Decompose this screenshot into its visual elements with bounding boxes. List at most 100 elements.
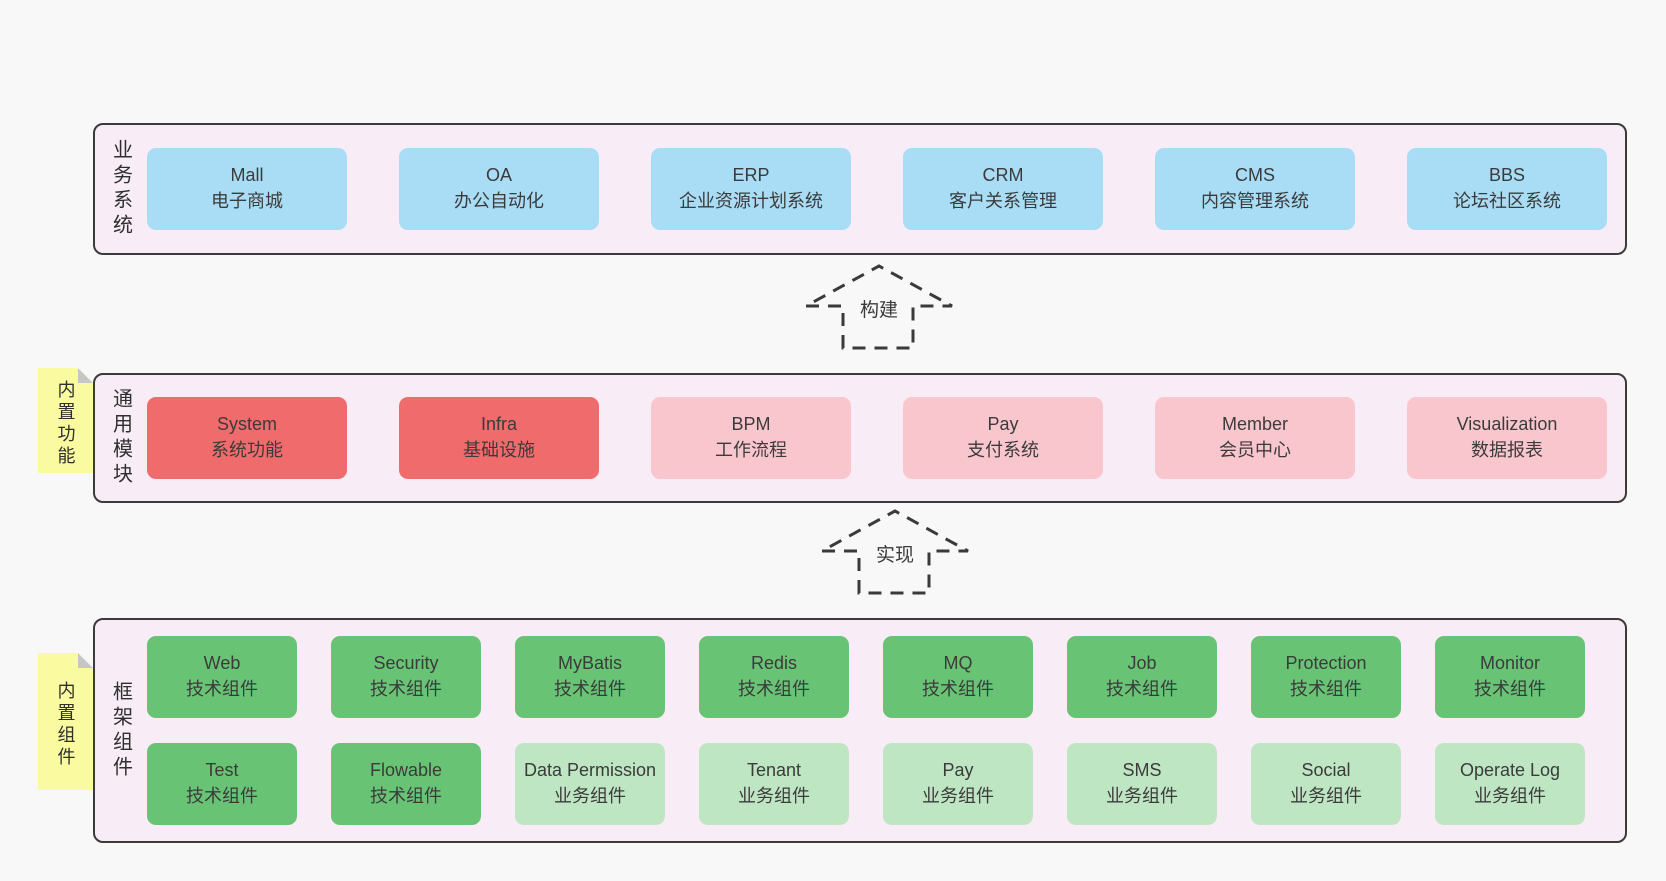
box-subtitle: 技术组件 — [1474, 679, 1546, 699]
arrow-implement: 实现 — [820, 507, 970, 595]
panel-framework-components: 框架组件 Web 技术组件 Security 技术组件 MyBatis 技术组件… — [93, 618, 1627, 843]
box-monitor: Monitor 技术组件 — [1435, 636, 1585, 718]
arrow-label-wrap: 构建 — [804, 295, 954, 322]
box-tenant: Tenant 业务组件 — [699, 743, 849, 825]
note-fold-corner-icon — [78, 368, 93, 383]
framework-components-row-1: Web 技术组件 Security 技术组件 MyBatis 技术组件 Redi… — [147, 636, 1585, 718]
box-mq: MQ 技术组件 — [883, 636, 1033, 718]
box-mall: Mall 电子商城 — [147, 148, 347, 230]
box-security: Security 技术组件 — [331, 636, 481, 718]
box-subtitle: 业务组件 — [1474, 786, 1546, 806]
common-modules-box-row: System 系统功能 Infra 基础设施 BPM 工作流程 Pay 支付系统… — [147, 397, 1607, 479]
box-subtitle: 工作流程 — [715, 440, 787, 460]
panel-common-modules: 通用模块 System 系统功能 Infra 基础设施 BPM 工作流程 Pay… — [93, 373, 1627, 503]
box-title: Visualization — [1456, 414, 1558, 435]
panel-business-systems: 业务系统 Mall 电子商城 OA 办公自动化 ERP 企业资源计划系统 CRM… — [93, 123, 1627, 255]
box-oa: OA 办公自动化 — [399, 148, 599, 230]
framework-components-row-2: Test 技术组件 Flowable 技术组件 Data Permission … — [147, 743, 1585, 825]
box-pay-component: Pay 业务组件 — [883, 743, 1033, 825]
box-flowable: Flowable 技术组件 — [331, 743, 481, 825]
sticky-note-built-in-components-label: 内置组件 — [55, 680, 76, 769]
box-subtitle: 业务组件 — [554, 786, 626, 806]
box-title: Operate Log — [1459, 760, 1561, 781]
box-title: Test — [205, 760, 239, 781]
box-title: SMS — [1122, 760, 1162, 781]
box-erp: ERP 企业资源计划系统 — [651, 148, 851, 230]
box-subtitle: 技术组件 — [186, 786, 258, 806]
box-bbs: BBS 论坛社区系统 — [1407, 148, 1607, 230]
box-subtitle: 基础设施 — [463, 440, 535, 460]
arrow-build: 构建 — [804, 262, 954, 350]
box-title: Mall — [230, 165, 264, 186]
box-title: Member — [1221, 414, 1288, 435]
box-title: Flowable — [369, 760, 443, 781]
box-title: OA — [485, 165, 512, 186]
box-subtitle: 业务组件 — [922, 786, 994, 806]
box-member: Member 会员中心 — [1155, 397, 1355, 479]
box-title: Infra — [480, 414, 518, 435]
box-infra: Infra 基础设施 — [399, 397, 599, 479]
box-title: Social — [1301, 760, 1351, 781]
note-fold-corner-icon — [78, 653, 93, 668]
sticky-note-built-in-features-label: 内置功能 — [55, 379, 76, 468]
box-subtitle: 技术组件 — [922, 679, 994, 699]
box-subtitle: 企业资源计划系统 — [679, 191, 823, 211]
box-system: System 系统功能 — [147, 397, 347, 479]
panel-label-column: 通用模块 — [95, 375, 147, 501]
box-web: Web 技术组件 — [147, 636, 297, 718]
box-title: CRM — [982, 165, 1024, 186]
box-title: Web — [203, 653, 241, 674]
box-subtitle: 技术组件 — [1290, 679, 1362, 699]
box-subtitle: 业务组件 — [738, 786, 810, 806]
box-cms: CMS 内容管理系统 — [1155, 148, 1355, 230]
box-title: Job — [1127, 653, 1157, 674]
box-subtitle: 业务组件 — [1106, 786, 1178, 806]
box-title: Protection — [1285, 653, 1367, 674]
box-subtitle: 系统功能 — [211, 440, 283, 460]
box-title: ERP — [732, 165, 770, 186]
panel-business-systems-label: 业务系统 — [109, 139, 132, 239]
box-title: Pay — [987, 414, 1019, 435]
box-title: Redis — [750, 653, 798, 674]
box-title: BBS — [1488, 165, 1526, 186]
box-test: Test 技术组件 — [147, 743, 297, 825]
box-title: CMS — [1235, 165, 1275, 186]
box-subtitle: 技术组件 — [554, 679, 626, 699]
box-sms: SMS 业务组件 — [1067, 743, 1217, 825]
box-crm: CRM 客户关系管理 — [903, 148, 1103, 230]
box-title: System — [216, 414, 277, 435]
box-subtitle: 内容管理系统 — [1201, 191, 1309, 211]
box-subtitle: 技术组件 — [370, 679, 442, 699]
panel-label-column: 框架组件 — [95, 620, 147, 841]
box-subtitle: 技术组件 — [186, 679, 258, 699]
box-title: Tenant — [746, 760, 802, 781]
box-mybatis: MyBatis 技术组件 — [515, 636, 665, 718]
box-subtitle: 支付系统 — [967, 440, 1039, 460]
arrow-build-label: 构建 — [855, 299, 902, 322]
box-subtitle: 电子商城 — [211, 191, 283, 211]
panel-label-column: 业务系统 — [95, 125, 147, 253]
box-subtitle: 客户关系管理 — [949, 191, 1057, 211]
box-title: BPM — [731, 414, 771, 435]
box-title: Data Permission — [523, 760, 657, 781]
box-operate-log: Operate Log 业务组件 — [1435, 743, 1585, 825]
box-data-permission: Data Permission 业务组件 — [515, 743, 665, 825]
box-title: Pay — [942, 760, 974, 781]
sticky-note-built-in-features: 内置功能 — [38, 368, 93, 473]
box-subtitle: 技术组件 — [1106, 679, 1178, 699]
box-protection: Protection 技术组件 — [1251, 636, 1401, 718]
box-title: Monitor — [1479, 653, 1541, 674]
box-social: Social 业务组件 — [1251, 743, 1401, 825]
box-job: Job 技术组件 — [1067, 636, 1217, 718]
box-subtitle: 办公自动化 — [454, 191, 544, 211]
box-title: MyBatis — [557, 653, 622, 674]
box-visualization: Visualization 数据报表 — [1407, 397, 1607, 479]
business-systems-box-row: Mall 电子商城 OA 办公自动化 ERP 企业资源计划系统 CRM 客户关系… — [147, 148, 1607, 230]
box-subtitle: 技术组件 — [738, 679, 810, 699]
box-title: Security — [373, 653, 439, 674]
sticky-note-built-in-components: 内置组件 — [38, 653, 93, 790]
box-pay-module: Pay 支付系统 — [903, 397, 1103, 479]
arrow-label-wrap: 实现 — [820, 540, 970, 567]
box-subtitle: 会员中心 — [1219, 440, 1291, 460]
